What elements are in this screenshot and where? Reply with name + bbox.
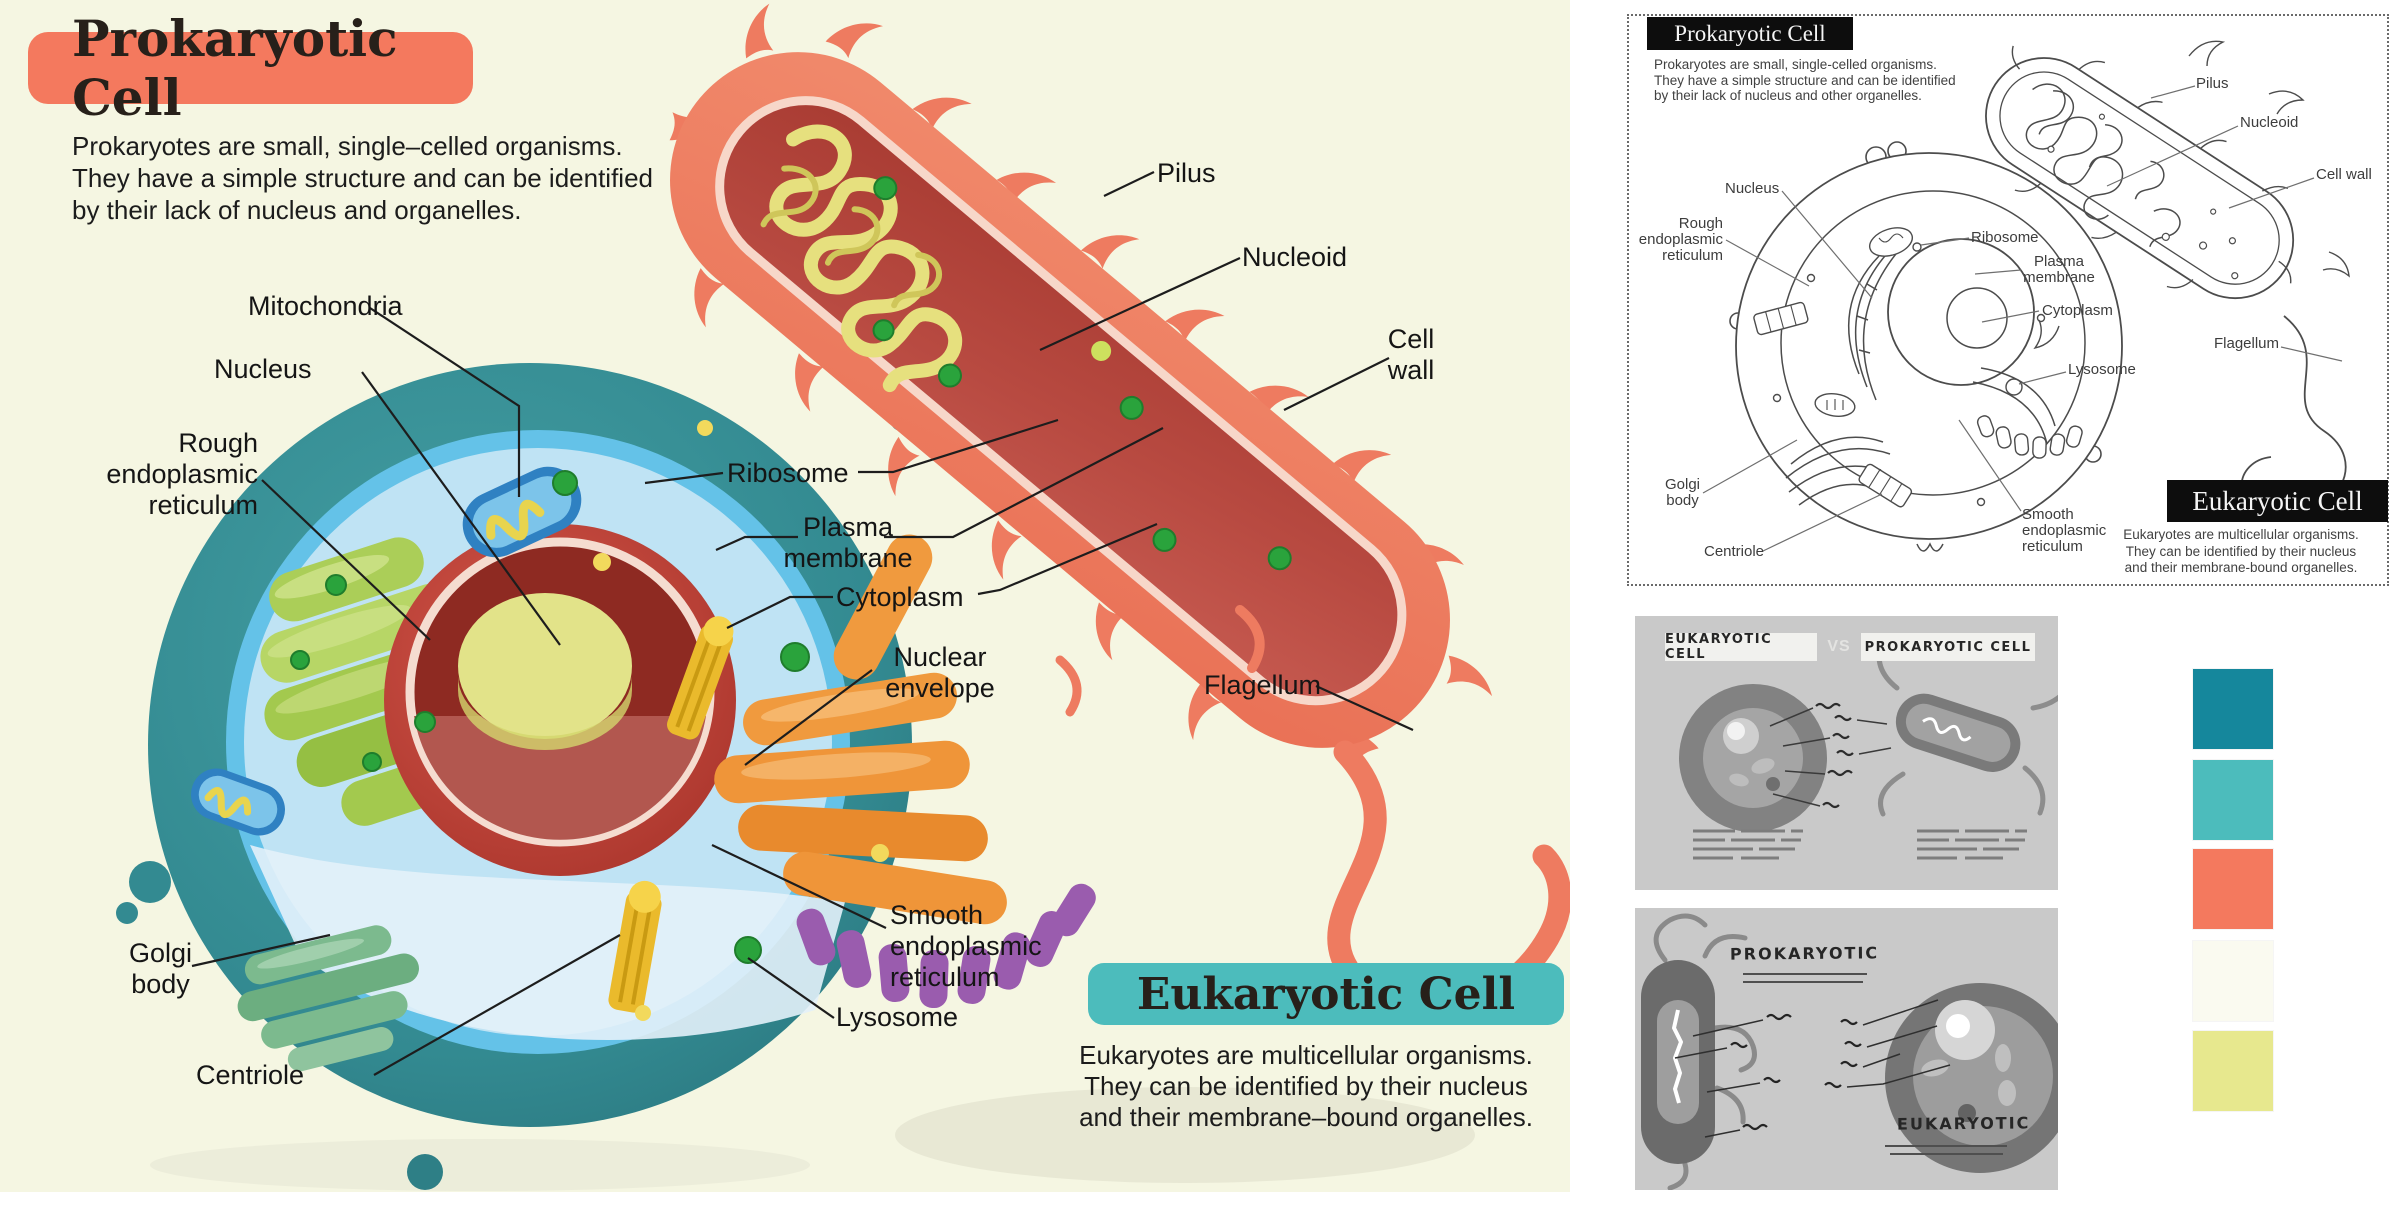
centriole-art xyxy=(667,616,734,740)
lineart-eukaryotic-description: Eukaryotes are multicellular organisms. … xyxy=(2123,527,2359,575)
color-poster-panel: Prokaryotic Cell Prokaryotes are small, … xyxy=(0,0,1570,1192)
sketch-comparison-drawing xyxy=(1679,640,2058,860)
draft-underlines xyxy=(1743,973,2007,1155)
mitochondria-art xyxy=(462,466,582,558)
lineart-label-nucleus: Nucleus xyxy=(1725,180,1780,197)
lineart-label-plasma-membrane: Plasma membrane xyxy=(2023,253,2095,286)
sketch-eukaryotic-title: EUKARYOTIC CELL xyxy=(1665,632,1773,662)
label-nuclear-envelope: Nuclear envelope xyxy=(885,642,995,703)
sketch-prokaryote xyxy=(1876,640,2058,817)
draft-prokaryotic-title: PROKARYOTIC xyxy=(1729,943,1880,964)
lineart-label-nucleoid: Nucleoid xyxy=(2240,114,2299,131)
label-ribosome: Ribosome xyxy=(727,458,849,488)
lineart-vesicles xyxy=(1753,227,2083,508)
lineart-drawing xyxy=(1702,40,2350,552)
lineart-leader-lines xyxy=(1702,85,2343,552)
label-centriole: Centriole xyxy=(196,1060,305,1090)
label-cell-wall: Cell wall xyxy=(1387,324,1435,385)
palette-swatch-deep-teal xyxy=(2193,669,2273,749)
label-rough-er: Rough endoplasmic reticulum xyxy=(106,428,258,520)
label-pilus: Pilus xyxy=(1157,158,1216,188)
lineart-label-cell-wall: Cell wall xyxy=(2316,166,2372,183)
sketch-eukaryote xyxy=(1679,684,1827,832)
lineart-label-ribosome: Ribosome xyxy=(1971,229,2039,246)
cell-illustration xyxy=(116,3,1570,1191)
eukaryotic-description: Eukaryotes are multicellular organisms. … xyxy=(1079,1040,1533,1132)
eukaryotic-title-badge: Eukaryotic Cell xyxy=(1088,963,1564,1025)
lineart-label-flagellum: Flagellum xyxy=(2214,335,2280,352)
lineart-label-lysosome: Lysosome xyxy=(2068,361,2136,378)
lineart-label-rough-er: Rough endoplasmic reticulum xyxy=(1638,215,1723,264)
palette-swatch-cream xyxy=(2193,941,2273,1021)
lineart-panel: Prokaryotic Cell Prokaryotes are small, … xyxy=(1627,14,2389,586)
prokaryotic-title: Prokaryotic Cell xyxy=(72,9,398,127)
label-nucleus: Nucleus xyxy=(214,354,312,384)
sketch-scribble-text xyxy=(1693,829,2027,860)
palette-swatch-coral xyxy=(2193,849,2273,929)
prokaryotic-title-badge: Prokaryotic Cell xyxy=(28,9,473,127)
draft-leader-lines xyxy=(1674,999,1951,1138)
label-plasma-membrane: Plasma membrane xyxy=(783,512,913,573)
draft-scribble-labels xyxy=(1730,1013,1862,1131)
shadow xyxy=(150,1139,810,1191)
lineart-label-centriole: Centriole xyxy=(1704,543,1765,560)
lineart-eukaryotic-title-box: Eukaryotic Cell xyxy=(2167,480,2388,522)
sketch-prokaryotic-title: PROKARYOTIC CELL xyxy=(1864,639,2032,655)
vs-text: VS xyxy=(1827,638,1851,655)
prokaryotic-cell-art xyxy=(666,3,1570,1022)
draft-eukaryotic-title: EUKARYOTIC xyxy=(1896,1113,2031,1134)
shadow xyxy=(895,1087,1475,1183)
sketch-right-title-strip: PROKARYOTIC CELL xyxy=(1861,633,2035,661)
eukaryotic-title: Eukaryotic Cell xyxy=(1136,968,1516,1020)
lineart-eukaryote xyxy=(1729,141,2123,540)
sketch-left-title-strip: EUKARYOTIC CELL xyxy=(1665,632,1817,662)
lineart-label-smooth-er: Smooth endoplasmic reticulum xyxy=(2022,506,2107,555)
label-cytoplasm: Cytoplasm xyxy=(836,582,964,612)
lineart-prokaryotic-title: Prokaryotic Cell xyxy=(1674,20,1826,46)
label-mitochondria: Mitochondria xyxy=(248,291,403,321)
lineart-label-cytoplasm: Cytoplasm xyxy=(2042,302,2113,319)
lineart-label-golgi-body: Golgi body xyxy=(1664,476,1701,509)
mitochondria-art xyxy=(191,768,285,836)
label-nucleoid: Nucleoid xyxy=(1242,242,1348,272)
centriole-art xyxy=(608,880,662,1013)
sketch-comparison: EUKARYOTIC CELL VS PROKARYOTIC CELL xyxy=(1635,616,2058,890)
lineart-eukaryotic-title: Eukaryotic Cell xyxy=(2192,485,2363,516)
prokaryotic-description: Prokaryotes are small, single–celled org… xyxy=(72,131,654,225)
palette-swatch-teal xyxy=(2193,760,2273,840)
palette-swatch-pale-yellow xyxy=(2193,1031,2273,1111)
lineart-label-pilus: Pilus xyxy=(2196,75,2229,92)
label-smooth-er: Smooth endoplasmic reticulum xyxy=(890,900,1042,992)
label-flagellum: Flagellum xyxy=(1204,670,1322,700)
sketch-leader-lines xyxy=(1769,707,1892,807)
sketch-draft: PROKARYOTIC EUKARYOTIC xyxy=(1635,908,2058,1190)
sketch-draft-drawing xyxy=(1641,913,2058,1190)
leader-lines xyxy=(191,171,1414,1076)
sketch-scribble-labels xyxy=(1815,702,1854,809)
label-lysosome: Lysosome xyxy=(836,1002,959,1032)
draft-prokaryote xyxy=(1641,913,1757,1190)
lineart-prokaryotic-title-box: Prokaryotic Cell xyxy=(1647,17,1853,50)
label-golgi-body: Golgi body xyxy=(128,938,193,999)
draft-eukaryote xyxy=(1885,983,2058,1173)
lineart-prokaryotic-description: Prokaryotes are small, single-celled org… xyxy=(1654,57,1956,103)
